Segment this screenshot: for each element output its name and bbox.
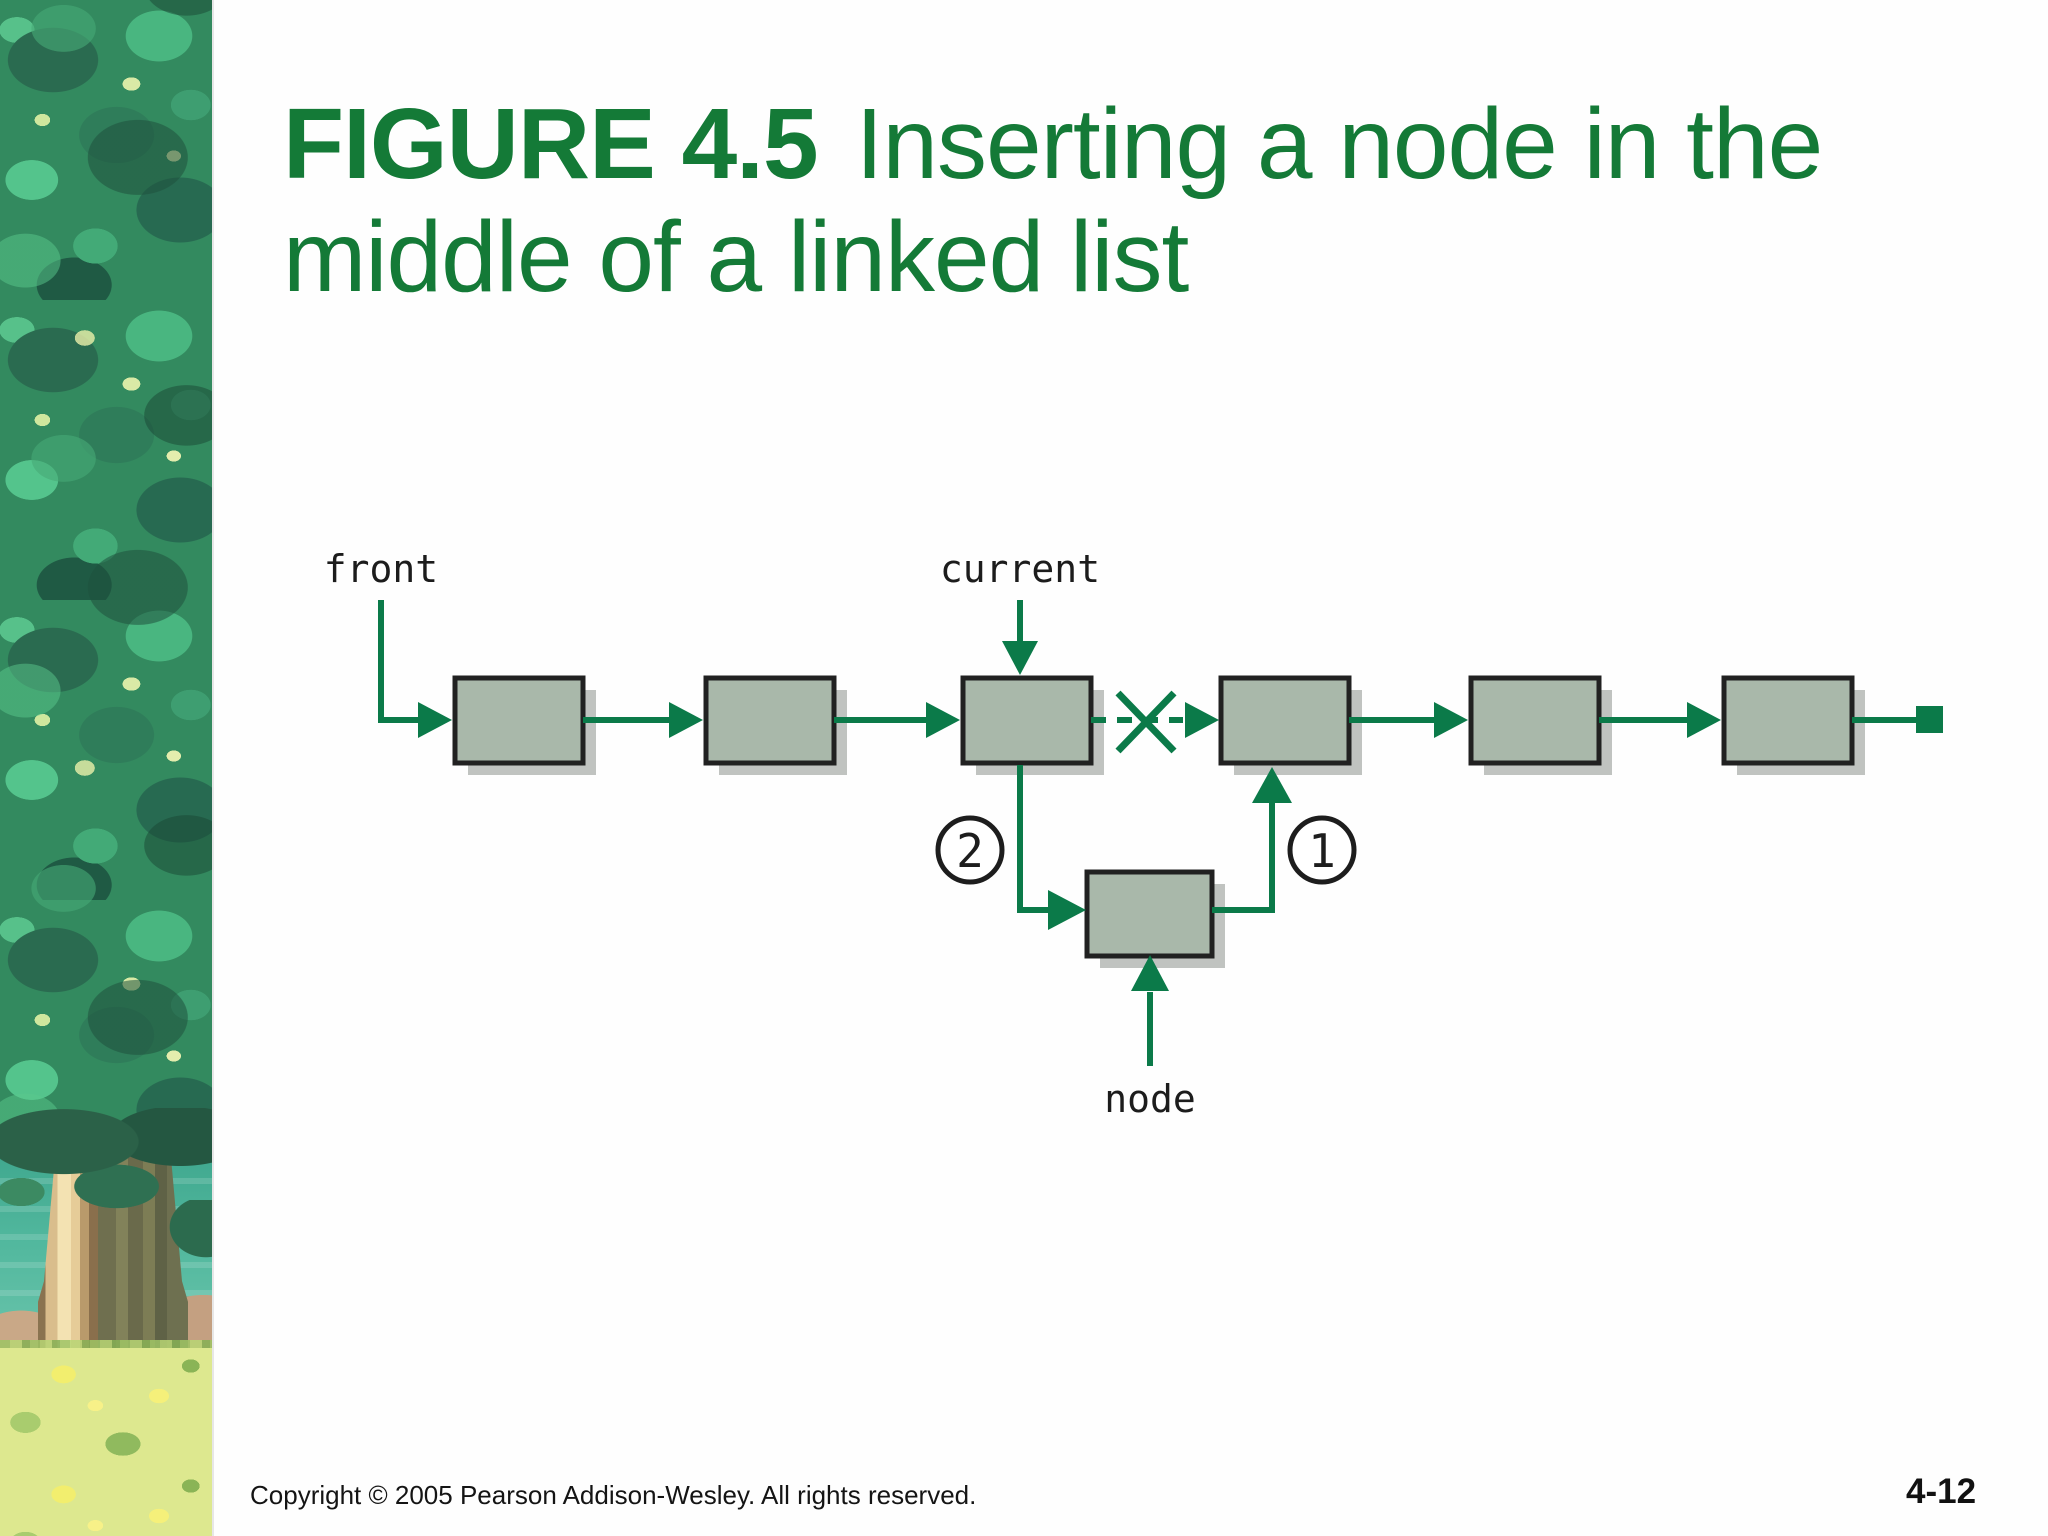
step1-link-line <box>1212 803 1275 913</box>
link-5-6-arrowhead <box>1687 702 1721 738</box>
link-2-3-arrowhead <box>926 702 960 738</box>
null-terminator-square <box>1916 706 1943 733</box>
tree-canopy-side <box>150 1200 212 1290</box>
tree-foliage-overlay <box>0 0 212 1168</box>
list-node-box-1 <box>452 675 586 766</box>
node-pointer-arrowhead <box>1131 955 1169 991</box>
current-arrowhead <box>1002 641 1038 675</box>
list-node-box-2 <box>703 675 837 766</box>
figure-caption-line2: middle of a linked list <box>283 201 1189 313</box>
link-1-2-arrowhead <box>669 702 703 738</box>
step-badge-1-number: 1 <box>1308 824 1336 878</box>
link-4-5-arrowhead <box>1434 702 1468 738</box>
front-arrowhead <box>418 702 452 738</box>
step2-link-line <box>1017 765 1050 913</box>
figure-caption-line1: Inserting a node in the <box>855 88 1824 200</box>
front-pointer-line <box>378 600 420 723</box>
front-pointer-label: front <box>324 547 438 591</box>
list-node-box-5 <box>1468 675 1602 766</box>
severed-link-arrowhead <box>1185 702 1219 738</box>
tree-artwork-sidebar <box>0 0 214 1536</box>
figure-number: FIGURE 4.5 <box>283 88 819 200</box>
step2-arrowhead <box>1048 890 1086 930</box>
current-pointer-label: current <box>940 547 1100 591</box>
node-pointer-label: node <box>1104 1077 1196 1121</box>
page-number: 4-12 <box>1906 1472 1977 1511</box>
step-badge-2-number: 2 <box>956 824 984 878</box>
step1-arrowhead <box>1252 767 1292 803</box>
copyright-notice: Copyright © 2005 Pearson Addison-Wesley.… <box>250 1480 977 1510</box>
list-node-box-3-current <box>960 675 1094 766</box>
list-node-box-4 <box>1218 675 1352 766</box>
grass-field <box>0 1348 212 1536</box>
inserted-node-box <box>1084 869 1215 959</box>
list-node-box-6 <box>1721 675 1855 766</box>
figure-title: FIGURE 4.5 Inserting a node in the middle… <box>283 88 1963 314</box>
step-badge-2-circle <box>935 815 1005 885</box>
severed-link-x-mark <box>1115 690 1177 754</box>
step-badge-1-circle <box>1287 815 1357 885</box>
